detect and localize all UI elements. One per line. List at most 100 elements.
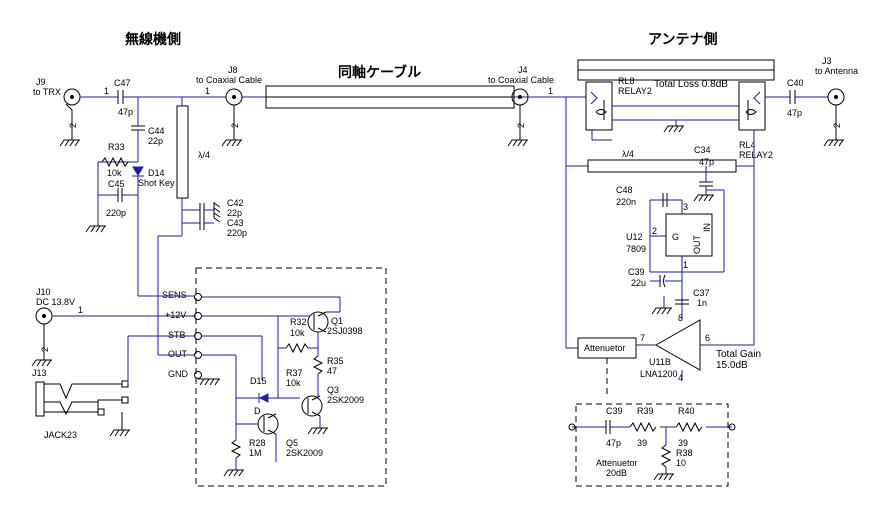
d14-ref: D14 <box>148 168 165 178</box>
r35-val: 47 <box>327 366 337 376</box>
j3-desc: to Antenna <box>815 66 858 76</box>
j13-ref: J13 <box>32 368 47 378</box>
j8-desc: to Coaxial Cable <box>196 75 262 85</box>
heading-radio-side: 無線機側 <box>125 31 181 48</box>
c47-val: 47p <box>118 107 133 117</box>
rl4-val: RELAY2 <box>739 150 773 160</box>
c43-val: 220p <box>227 228 247 238</box>
j4-pin: 1 <box>548 86 553 96</box>
j10-desc: DC 13.8V <box>36 297 75 307</box>
j4-ref: J4 <box>518 65 528 75</box>
terminal-out-label: OUT <box>168 349 188 359</box>
heading-coax: 同軸ケーブル <box>338 64 421 81</box>
r33-val: 10k <box>107 168 122 178</box>
att-c39-val: 47p <box>606 438 621 448</box>
c39a-ref: C39 <box>628 267 645 277</box>
c42-ref: C42 <box>227 198 244 208</box>
r28-val: 1M <box>249 448 262 458</box>
j9-ref: J9 <box>36 77 46 87</box>
q5-val: 2SK2009 <box>286 448 323 458</box>
att-r38-ref: R38 <box>676 448 693 458</box>
att-r38-val: 10 <box>676 458 686 468</box>
u11-ref: U11B <box>649 357 671 367</box>
u12-regulator: G OUT IN U12 7809 2 3 1 <box>626 202 713 270</box>
j13-name: JACK23 <box>44 430 77 440</box>
u12-pin2: 2 <box>652 226 657 236</box>
r37-ref: R37 <box>286 368 303 378</box>
j10-connector: J10 DC 13.8V 2 1 <box>31 287 83 367</box>
u12-g: G <box>672 232 679 242</box>
j4-desc: to Coaxial Cable <box>488 75 554 85</box>
j9-connector: J9 to TRX 2 1 <box>33 77 109 147</box>
total-gain-label: Total Gain <box>716 349 761 360</box>
j10-gnd-pin: 2 <box>40 347 50 352</box>
c40-capacitor: C40 47p <box>787 78 804 118</box>
coax-cable <box>242 85 532 109</box>
j10-ref: J10 <box>36 287 51 297</box>
j4-connector: J4 to Coaxial Cable 2 1 <box>488 65 554 147</box>
terminal-out: OUT <box>168 349 202 359</box>
c37-val: 1n <box>697 298 707 308</box>
att-title: Attenuetor <box>596 458 638 468</box>
u11b-lna: U11B LNA1200 8 7 6 4 <box>640 313 710 383</box>
u12-pin1: 1 <box>683 260 688 270</box>
r33-ref: R33 <box>108 142 125 152</box>
terminal-stb-label: STB <box>168 330 186 340</box>
c44-capacitor: C44 22p <box>131 125 165 146</box>
rl8-ref: RL8 <box>618 76 635 86</box>
q1-ref: Q1 <box>331 316 343 326</box>
c39-electrolytic: C39 22u <box>628 267 666 288</box>
c40-ref: C40 <box>787 78 804 88</box>
j8-connector: J8 to Coaxial Cable 2 <box>196 65 262 147</box>
c39a-val: 22u <box>631 278 646 288</box>
att-db: 20dB <box>606 468 627 478</box>
j10-pin: 1 <box>78 305 83 315</box>
lambda-right-label: λ/4 <box>622 149 634 159</box>
c37-ref: C37 <box>693 288 710 298</box>
u11-val: LNA1200 <box>640 369 678 379</box>
c48-val: 220n <box>616 197 636 207</box>
j8-pin: 1 <box>205 86 210 96</box>
c40-val: 47p <box>787 108 802 118</box>
c45-ref: C45 <box>108 179 125 189</box>
c34-ref: C34 <box>694 145 711 155</box>
gain-val-label: 15.0dB <box>716 360 748 371</box>
heading-antenna-side: アンテナ側 <box>648 31 717 48</box>
c45-val: 220p <box>106 208 126 218</box>
q3-transistor: Q3 2SK2009 <box>301 385 364 417</box>
terminal-12v: +12V <box>165 310 202 320</box>
r28-ref: R28 <box>249 438 266 448</box>
j3-ref: J3 <box>822 56 832 66</box>
terminal-12v-label: +12V <box>165 310 186 320</box>
u12-val: 7809 <box>626 244 646 254</box>
terminal-gnd-label: GND <box>168 369 189 379</box>
u12-in: IN <box>702 223 712 232</box>
r35-ref: R35 <box>327 356 344 366</box>
u11-pin7: 7 <box>640 333 645 343</box>
r33-resistor <box>101 156 129 168</box>
d14-val: Shot Key <box>138 178 175 188</box>
terminal-sens-label: SENS <box>162 290 187 300</box>
rl4-relay: RL4 RELAY2 <box>738 81 773 160</box>
lambda-quarter-left: λ/4 <box>176 97 210 199</box>
att-r40-val: 39 <box>678 438 688 448</box>
j4-gnd-pin: 2 <box>516 123 526 128</box>
c42-val: 22p <box>227 208 242 218</box>
d15-label: D15 <box>250 376 267 386</box>
rl8-val: RELAY2 <box>618 86 652 96</box>
u12-pin3: 3 <box>683 202 688 212</box>
j8-ref: J8 <box>228 65 238 75</box>
attenuator-block-label: Attenuetor <box>584 343 626 353</box>
j9-pin: 1 <box>104 86 109 96</box>
r32-ref: R32 <box>290 317 307 327</box>
c43-ref: C43 <box>227 218 244 228</box>
q5-transistor: Q5 2SK2009 <box>257 413 323 458</box>
q5-d-label: D <box>254 406 261 416</box>
j3-connector: J3 to Antenna 2 <box>815 56 858 147</box>
attenuator-detail-box <box>575 403 729 487</box>
u12-ref: U12 <box>626 232 643 242</box>
u12-out: OUT <box>692 235 702 255</box>
c48-ref: C48 <box>616 185 633 195</box>
